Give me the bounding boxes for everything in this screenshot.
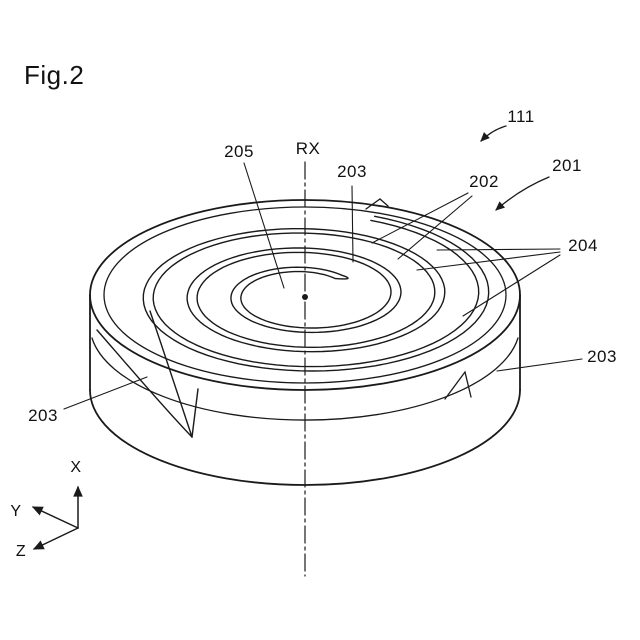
spiral-wall	[142, 215, 490, 372]
axis-y-label: Y	[10, 503, 22, 520]
center-dot	[302, 294, 308, 300]
ref-label-111: 111	[507, 107, 535, 126]
leader-203-right	[496, 358, 583, 372]
leader-202-a	[371, 192, 469, 244]
coordinate-axes	[31, 485, 83, 550]
ref-label-203-top: 203	[337, 162, 367, 181]
pointer-arrows	[480, 125, 550, 211]
ref-label-202: 202	[469, 172, 499, 191]
arrow-111-icon	[480, 125, 507, 142]
axis-z-label: Z	[15, 543, 27, 560]
leader-204-b	[416, 251, 561, 271]
axis-x-label: X	[70, 459, 82, 476]
front-wedge	[96, 310, 199, 438]
ref-label-203-left: 203	[28, 406, 58, 425]
ref-label-204: 204	[568, 236, 598, 255]
leader-203-left	[63, 376, 148, 410]
leader-205	[243, 162, 285, 289]
front-wedge-outer-edge	[96, 329, 193, 438]
rim-step-back	[365, 198, 389, 210]
axis-z-arrow-icon	[32, 527, 79, 550]
top-rim-inner-edge	[103, 206, 507, 384]
ref-label-201: 201	[552, 156, 582, 175]
ref-label-205: 205	[224, 142, 254, 161]
front-wedge-tip-edge	[191, 388, 199, 438]
axis-y-arrow-icon	[31, 506, 79, 529]
figure-title: Fig.2	[24, 60, 85, 90]
cylinder-bottom-edge	[89, 389, 521, 486]
leader-203-top	[351, 185, 354, 263]
arrow-201-icon	[495, 176, 550, 211]
side-band-line	[91, 337, 519, 421]
ref-label-203-right: 203	[587, 347, 617, 366]
side-step-right	[444, 370, 472, 400]
leader-202-b	[397, 195, 473, 260]
cylinder-outline	[89, 199, 521, 486]
line-art	[31, 125, 583, 577]
leader-204-a	[436, 248, 561, 251]
leader-lines	[63, 162, 583, 410]
front-wedge-inner-edge	[149, 310, 193, 438]
leader-204-c	[462, 254, 561, 317]
ref-label-rx: RX	[295, 139, 321, 158]
